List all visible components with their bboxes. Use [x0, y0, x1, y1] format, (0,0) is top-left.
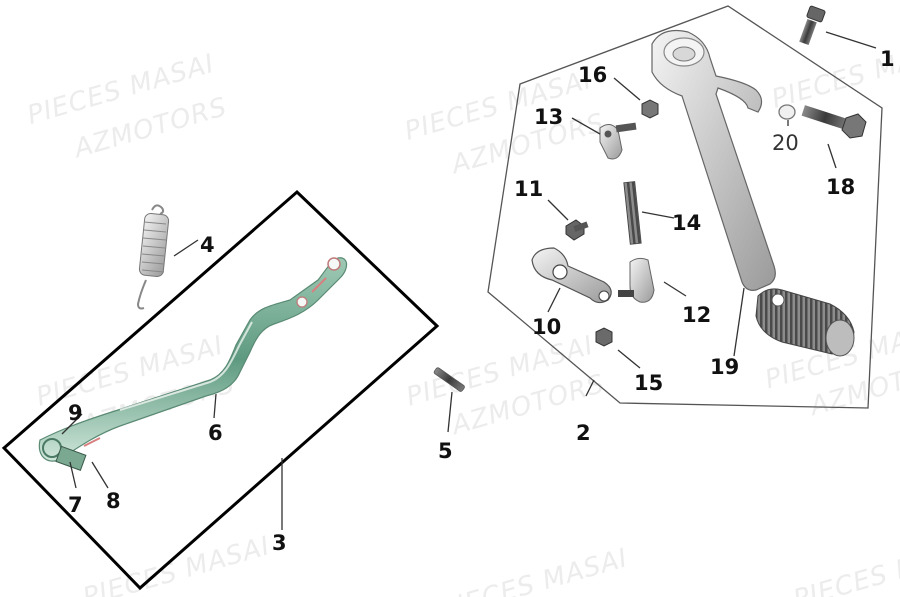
bolt-part-11	[565, 219, 589, 241]
spring-part-4	[136, 204, 170, 310]
callout-11: 11	[514, 177, 543, 201]
arm-part-10	[531, 247, 612, 304]
bolt-part-18	[801, 105, 867, 139]
assembly-2-frame	[487, 5, 883, 409]
callout-5: 5	[438, 439, 453, 463]
callout-19: 19	[710, 355, 739, 379]
callout-6: 6	[208, 421, 223, 445]
callout-8: 8	[106, 489, 121, 513]
threaded-rod-part-14	[623, 181, 642, 245]
rod-end-part-13	[599, 122, 637, 160]
callout-7: 7	[68, 493, 83, 517]
leader-lines	[61, 31, 877, 530]
washer-part-20	[778, 104, 796, 120]
callout-20: 20	[772, 131, 799, 155]
callout-9: 9	[68, 401, 83, 425]
watermark-text: PIECES MASAI	[768, 33, 900, 115]
assembly-3-frame	[1, 189, 440, 591]
callout-2: 2	[576, 421, 591, 445]
nut-part-16	[641, 99, 659, 119]
callout-4: 4	[200, 233, 215, 257]
watermark-text: PIECES MASAI	[437, 543, 631, 597]
callout-12: 12	[682, 303, 711, 327]
callout-10: 10	[532, 315, 561, 339]
bolt-part-1	[799, 5, 826, 45]
watermark-text: PIECES MASAI	[80, 531, 274, 597]
callout-labels: 1 2 3 4 5 6 7 8 9 10 11 12 13 14 15 16 1…	[68, 47, 895, 555]
callout-18: 18	[826, 175, 855, 199]
watermark-text: PIECES MASAI	[790, 533, 900, 597]
gear-shift-lever-part-6	[38, 257, 348, 471]
rod-end-part-12	[618, 257, 655, 303]
pin-part-5	[433, 367, 465, 392]
callout-16: 16	[578, 63, 607, 87]
brake-pedal-part-19	[651, 29, 855, 357]
callout-3: 3	[272, 531, 287, 555]
callout-1: 1	[880, 47, 895, 71]
callout-13: 13	[534, 105, 563, 129]
callout-14: 14	[672, 211, 701, 235]
callout-15: 15	[634, 371, 663, 395]
nut-part-15	[595, 327, 613, 347]
